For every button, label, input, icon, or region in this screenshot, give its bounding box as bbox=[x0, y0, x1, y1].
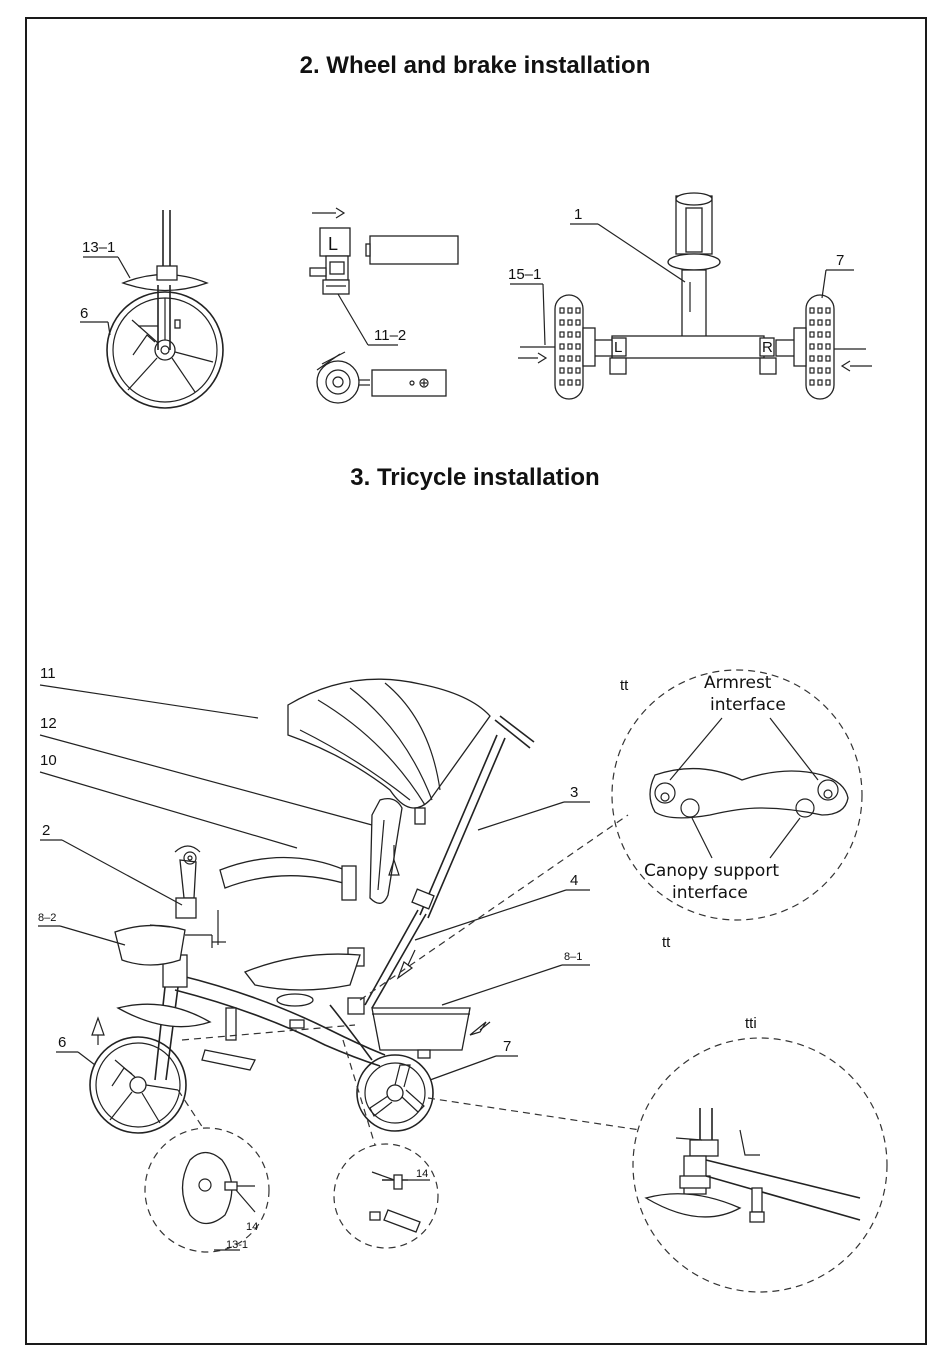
marker-tti: tti bbox=[745, 1015, 757, 1032]
detail-rear-axle: tti bbox=[633, 1015, 887, 1292]
label-2: 2 bbox=[42, 822, 50, 839]
axle-R-mark: R bbox=[762, 339, 773, 356]
label-7-top: 7 bbox=[836, 252, 844, 269]
label-13-1: 13–1 bbox=[82, 239, 115, 256]
label-14-front: 14 bbox=[246, 1221, 258, 1233]
label-10: 10 bbox=[40, 752, 57, 769]
label-11-2: 11–2 bbox=[374, 327, 406, 344]
canopy-label-line2: interface bbox=[672, 883, 748, 903]
detail-frame-pin: 14 bbox=[334, 1144, 438, 1248]
label-6-bottom: 6 bbox=[58, 1034, 66, 1051]
label-3: 3 bbox=[570, 784, 578, 801]
label-1: 1 bbox=[574, 206, 582, 223]
brake-L-mark: L bbox=[328, 234, 338, 254]
marker-tt-top: tt bbox=[620, 677, 629, 694]
tricycle-figure: 11 12 10 2 8–2 6 3 4 8–1 7 bbox=[38, 665, 640, 1145]
canopy-label-line1: Canopy support bbox=[644, 861, 779, 881]
label-6-top: 6 bbox=[80, 305, 88, 322]
label-11: 11 bbox=[40, 665, 56, 682]
label-8-2: 8–2 bbox=[38, 912, 56, 924]
front-wheel-figure: 13–1 6 bbox=[80, 210, 223, 408]
label-4: 4 bbox=[570, 872, 578, 889]
label-14-pin: 14 bbox=[416, 1168, 428, 1180]
axle-L-mark: L bbox=[614, 339, 622, 356]
label-12: 12 bbox=[40, 715, 57, 732]
marker-tt-bottom: tt bbox=[662, 934, 671, 951]
label-8-1: 8–1 bbox=[564, 951, 582, 963]
label-13-1-small: 13-1 bbox=[226, 1239, 248, 1251]
label-7-bottom: 7 bbox=[503, 1038, 511, 1055]
armrest-label-line1: Armrest bbox=[704, 673, 772, 693]
rear-axle-figure: L R 15–1 bbox=[508, 193, 872, 399]
armrest-label-line2: interface bbox=[710, 695, 786, 715]
detail-front-wheel-brake: 14 13-1 bbox=[145, 1128, 269, 1252]
brake-detail-figure: L 11–2 bbox=[310, 208, 458, 403]
label-15-1: 15–1 bbox=[508, 266, 541, 283]
detail-armrest-canopy: Armrest interface Canopy support interfa… bbox=[612, 670, 862, 951]
